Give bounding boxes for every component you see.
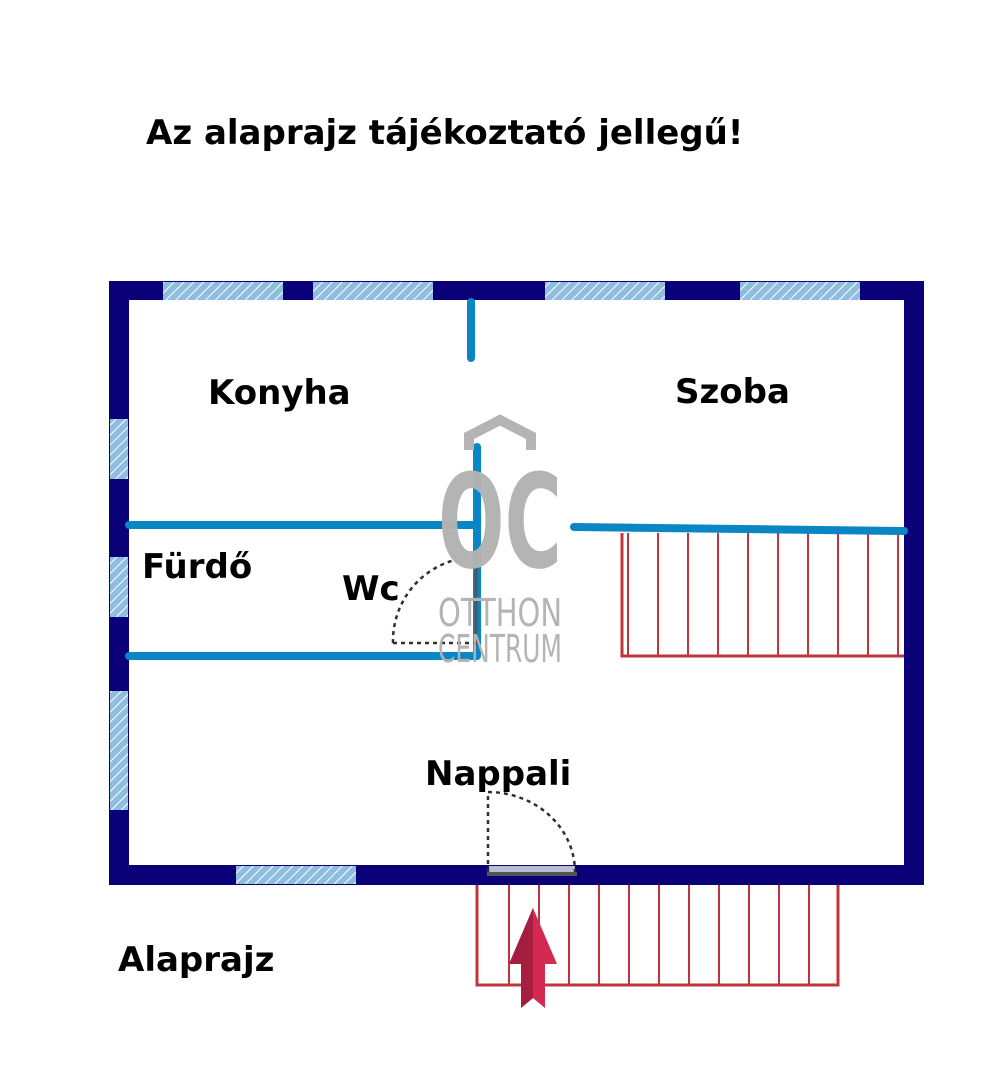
plan-caption: Alaprajz [118,940,275,980]
otthon-centrum-logo: OC OTTHON CENTRUM [438,414,562,671]
room-label-wc: Wc [342,569,400,609]
windows [110,282,860,884]
window [163,282,283,300]
room-label-nappali: Nappali [425,754,572,794]
wc-door [391,555,478,646]
room-label-konyha: Konyha [208,373,351,413]
window [110,419,128,479]
window [110,691,128,810]
logo-monogram: OC [438,446,562,598]
logo-line-2: CENTRUM [438,627,562,671]
window [110,557,128,617]
logo-line-1: OTTHON [438,591,562,635]
room-label-furdo: Fürdő [142,547,253,587]
notice-text: Az alaprajz tájékoztató jellegű! [146,113,744,153]
window [313,282,433,300]
terrace-upper [620,533,904,658]
window [545,282,665,300]
house-roof-icon [464,414,536,450]
window [740,282,860,300]
inner-walls [125,298,908,660]
entrance-arrow-icon [509,908,557,1008]
entrance-door [486,790,577,876]
room-label-szoba: Szoba [675,372,790,412]
window [236,866,356,884]
